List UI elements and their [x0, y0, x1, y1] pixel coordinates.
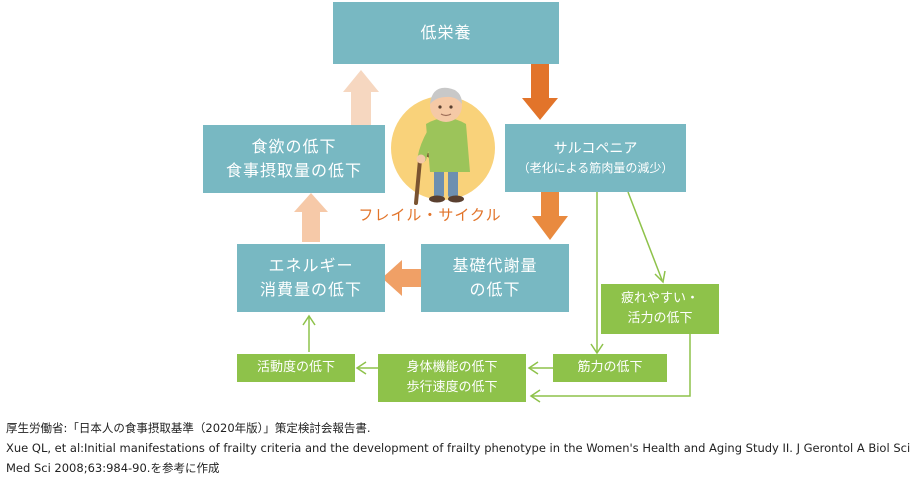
arrow-metabolism-to-energy	[382, 260, 426, 296]
metabolism-line2: の低下	[469, 280, 521, 299]
sarcopenia-label: サルコペニア	[553, 141, 638, 157]
reference-line-3: Med Sci 2008;63:984-90.を参考に作成	[6, 461, 220, 475]
energy-line1: エネルギー	[268, 256, 354, 275]
box-fatigue: 疲れやすい・ 活力の低下	[601, 284, 719, 334]
box-activity: 活動度の低下	[237, 354, 355, 382]
box-malnutrition: 低栄養	[333, 2, 559, 64]
box-energy: エネルギー 消費量の低下	[237, 244, 385, 312]
box-strength: 筋力の低下	[553, 354, 667, 382]
reference-line-1: 厚生労働省:「日本人の食事摂取基準（2020年版）」策定検討会報告書.	[6, 421, 371, 435]
fatigue-line1: 疲れやすい・	[620, 291, 699, 306]
reference-line-2: Xue QL, et al:Initial manifestations of …	[6, 441, 911, 455]
arrow-malnutrition-to-sarcopenia	[522, 64, 558, 120]
physical-line2: 歩行速度の低下	[406, 380, 498, 395]
arrow-sarcopenia-to-metabolism	[532, 190, 568, 240]
fatigue-line2: 活力の低下	[627, 311, 693, 326]
references: 厚生労働省:「日本人の食事摂取基準（2020年版）」策定検討会報告書. Xue …	[6, 418, 910, 478]
appetite-line1: 食欲の低下	[251, 137, 337, 156]
activity-label: 活動度の低下	[256, 360, 335, 375]
elderly-person-illustration	[391, 87, 495, 205]
energy-line2: 消費量の低下	[259, 280, 362, 299]
arrow-appetite-to-malnutrition	[343, 70, 379, 125]
branch-connectors	[302, 191, 691, 403]
arrow-energy-to-appetite	[294, 193, 328, 242]
strength-label: 筋力の低下	[577, 360, 643, 375]
physical-line1: 身体機能の低下	[406, 360, 498, 375]
appetite-line2: 食事摂取量の低下	[225, 161, 362, 180]
malnutrition-label: 低栄養	[420, 23, 472, 42]
box-sarcopenia: サルコペニア （老化による筋肉量の減少）	[505, 124, 686, 192]
box-appetite: 食欲の低下 食事摂取量の低下	[203, 125, 385, 193]
sarcopenia-sublabel: （老化による筋肉量の減少）	[517, 161, 674, 175]
box-physical-function: 身体機能の低下 歩行速度の低下	[378, 354, 526, 402]
box-metabolism: 基礎代謝量 の低下	[421, 244, 569, 312]
metabolism-line1: 基礎代謝量	[452, 256, 538, 275]
frailty-cycle-label: フレイル・サイクル	[358, 206, 502, 224]
